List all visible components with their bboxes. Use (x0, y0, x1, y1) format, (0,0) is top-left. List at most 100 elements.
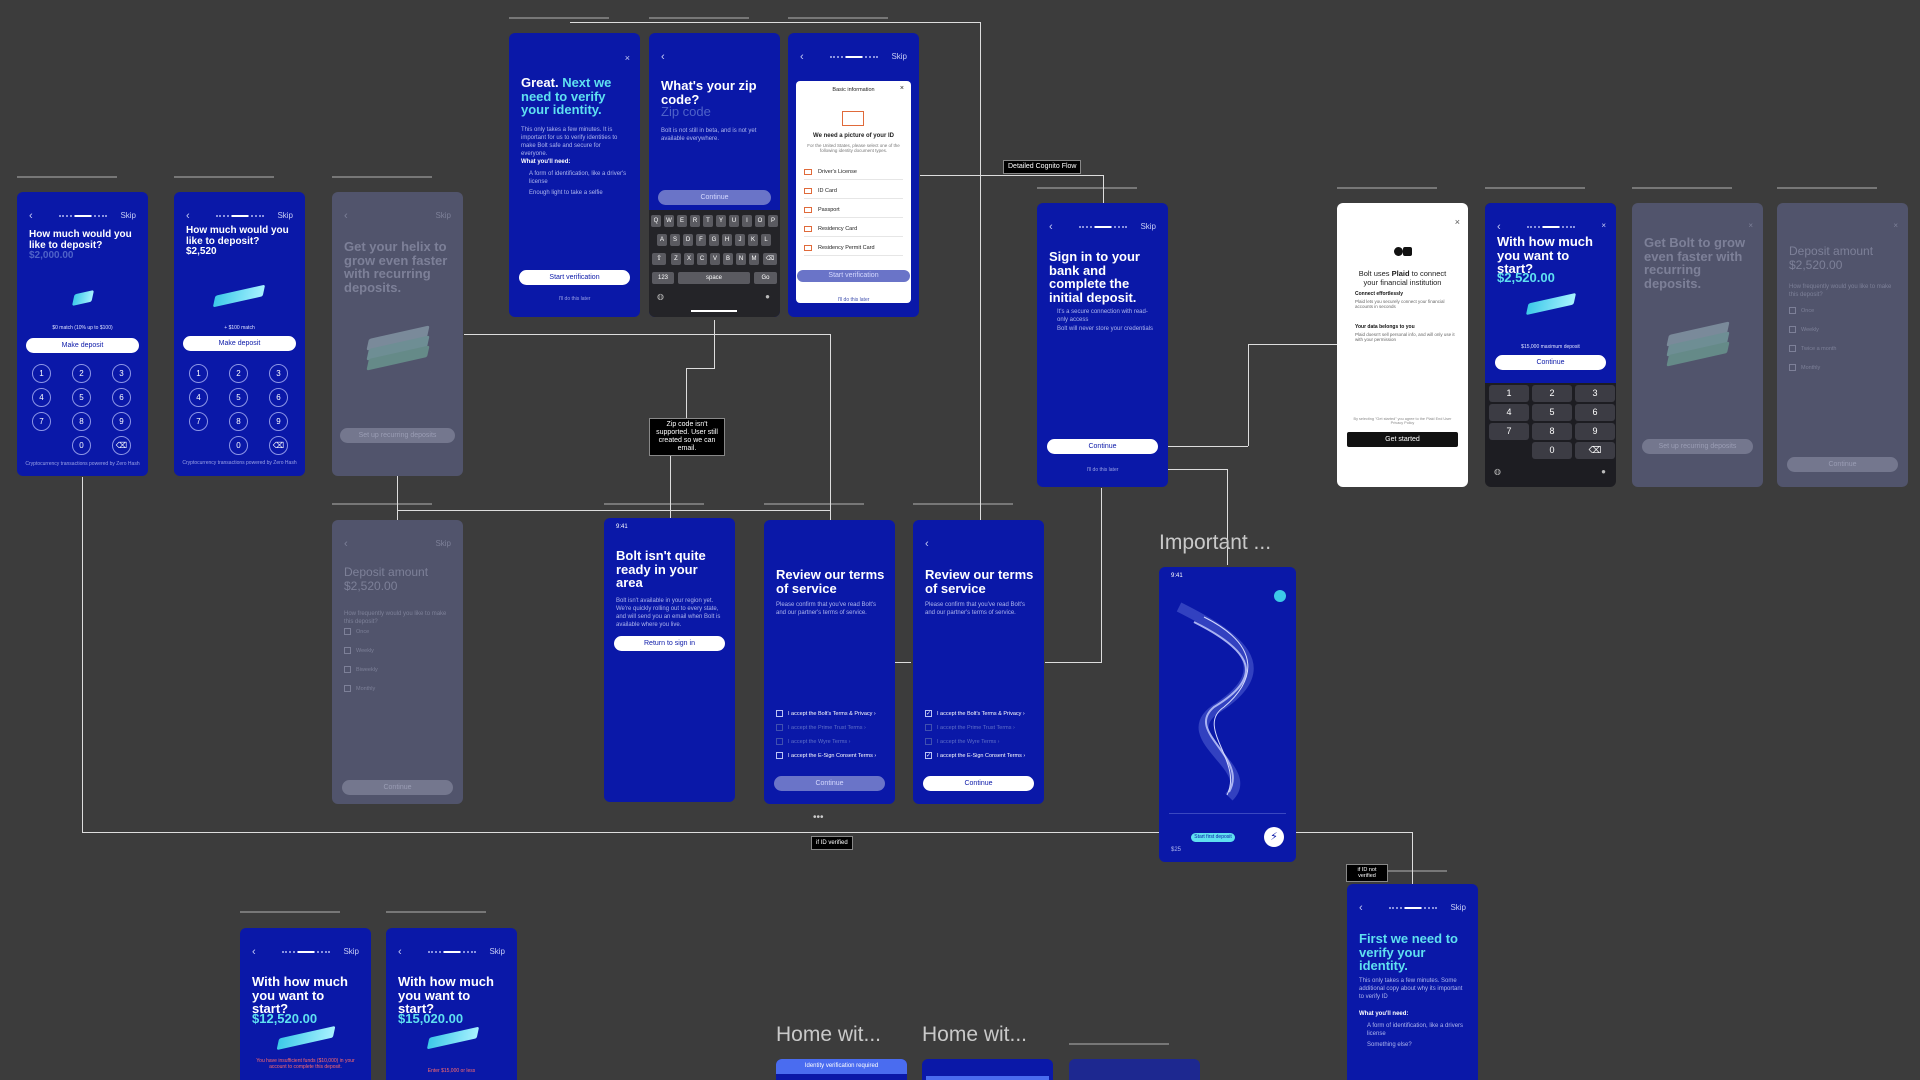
keyboard-key[interactable]: U (729, 215, 739, 227)
keyboard-key[interactable]: F (696, 234, 706, 246)
screen-helix-home[interactable]: 9:41 Start first deposit $25 ⚡ (1159, 567, 1296, 862)
keyboard-key[interactable]: T (703, 215, 713, 227)
numpad-key[interactable]: 7 (1489, 423, 1529, 440)
screen-start-over-limit[interactable]: ‹Skip With how much you want to start? $… (386, 928, 517, 1080)
do-later-link[interactable]: I'll do this later (1086, 467, 1119, 473)
keypad-key[interactable]: 6 (112, 388, 131, 407)
skip-link[interactable]: Skip (891, 52, 907, 61)
do-later-link[interactable]: I'll do this later (837, 297, 870, 303)
screen-home-2[interactable] (922, 1059, 1053, 1080)
terms-checkbox-row[interactable]: ✓I accept the E-Sign Consent Terms › (925, 752, 1036, 761)
checkbox[interactable] (1789, 326, 1796, 334)
document-type-option[interactable]: ID Card (804, 184, 903, 199)
keyboard-key[interactable]: C (697, 253, 707, 265)
document-type-option[interactable]: Residency Permit Card (804, 241, 903, 256)
amount-input[interactable]: $2,000.00 (29, 250, 74, 261)
keyboard-key[interactable]: X (684, 253, 694, 265)
continue-button[interactable]: Continue (1047, 439, 1158, 454)
recurring-deposits-button[interactable]: Set up recurring deposits (1642, 439, 1753, 454)
screen-plaid-connect[interactable]: × Bolt uses Plaid to connect your financ… (1337, 203, 1468, 487)
back-icon[interactable]: ‹ (1359, 902, 1363, 914)
checkbox[interactable] (344, 685, 351, 693)
make-deposit-button[interactable]: Make deposit (183, 336, 296, 351)
checkbox[interactable] (1789, 307, 1796, 315)
back-icon[interactable]: ‹ (344, 538, 348, 550)
zip-input[interactable]: Zip code (661, 104, 711, 119)
skip-link[interactable]: Skip (489, 947, 505, 956)
keypad-key[interactable]: 6 (269, 388, 288, 407)
amount-input[interactable]: $2,520 (186, 246, 217, 257)
terms-checkbox-row[interactable]: I accept the Prime Trust Terms › (776, 724, 887, 733)
screen-not-available[interactable]: 9:41 Bolt isn't quite ready in your area… (604, 518, 735, 802)
keypad-key[interactable]: 8 (72, 412, 91, 431)
close-icon[interactable]: × (1454, 217, 1460, 227)
keyboard-key[interactable]: B (723, 253, 733, 265)
start-verification-button[interactable]: Start verification (519, 270, 630, 285)
frequency-option[interactable]: Biweekly (344, 666, 455, 675)
terms-checkbox-row[interactable]: I accept the E-Sign Consent Terms › (776, 752, 887, 761)
screen-home-verification[interactable]: Identity verification required (776, 1059, 907, 1080)
frequency-option[interactable]: Monthly (1789, 364, 1900, 373)
document-type-option[interactable]: Driver's License (804, 165, 903, 180)
delete-key-icon[interactable]: ⌫ (763, 253, 777, 265)
terms-checkbox-row[interactable]: ✓I accept the Bolt's Terms & Privacy › (925, 710, 1036, 719)
keypad-key[interactable]: 7 (189, 412, 208, 431)
globe-icon[interactable]: ◍ (657, 292, 664, 301)
checkbox[interactable] (344, 647, 351, 655)
continue-button[interactable]: Continue (1495, 355, 1606, 370)
numpad-key[interactable]: 8 (1532, 423, 1572, 440)
checkbox[interactable] (344, 666, 351, 674)
keyboard-key[interactable]: M (749, 253, 759, 265)
keypad-key[interactable]: 0 (72, 436, 91, 455)
keyboard-key[interactable]: Z (671, 253, 681, 265)
screen-verify-identity[interactable]: × Great. Next we need to verify your ide… (509, 33, 640, 317)
terms-checkbox-row[interactable]: I accept the Wyre Terms › (776, 738, 887, 747)
numpad-key[interactable]: 4 (1489, 404, 1529, 421)
numpad-key[interactable]: 1 (1489, 385, 1529, 402)
screen-home-3[interactable] (1069, 1059, 1200, 1080)
back-icon[interactable]: ‹ (398, 946, 402, 958)
continue-button[interactable]: Continue (774, 776, 885, 791)
checkbox[interactable] (776, 710, 783, 718)
keypad-key[interactable]: 7 (32, 412, 51, 431)
terms-checkbox-row[interactable]: I accept the Prime Trust Terms › (925, 724, 1036, 733)
frequency-option[interactable]: Weekly (344, 647, 455, 656)
frequency-option[interactable]: Once (1789, 307, 1900, 316)
keypad-key[interactable]: 4 (189, 388, 208, 407)
keyboard-key[interactable]: V (710, 253, 720, 265)
keyboard-key[interactable]: O (755, 215, 765, 227)
checkbox[interactable]: ✓ (925, 710, 932, 718)
get-started-button[interactable]: Get started (1347, 432, 1458, 447)
frequency-option[interactable]: Twice a month (1789, 345, 1900, 354)
start-verification-button[interactable]: Start verification (797, 270, 910, 282)
checkbox[interactable] (776, 752, 783, 760)
screen-recurring-helix[interactable]: ‹Skip Get your helix to grow even faster… (332, 192, 463, 476)
back-icon[interactable]: ‹ (344, 210, 348, 222)
numpad-key[interactable]: 6 (1575, 404, 1615, 421)
keypad-key[interactable]: 0 (229, 436, 248, 455)
terms-checkbox-row[interactable]: I accept the Bolt's Terms & Privacy › (776, 710, 887, 719)
back-icon[interactable]: ‹ (1497, 221, 1501, 233)
keyboard-key[interactable]: A (657, 234, 667, 246)
screen-grow-recurring[interactable]: × Get Bolt to grow even faster with recu… (1632, 203, 1763, 487)
verification-banner[interactable]: Identity verification required (776, 1059, 907, 1074)
screen-terms-unchecked[interactable]: Review our terms of service Please confi… (764, 520, 895, 804)
globe-icon[interactable]: ◍ (1494, 467, 1501, 476)
back-icon[interactable]: ‹ (29, 210, 33, 222)
keypad-key[interactable]: ⌫ (269, 436, 288, 455)
screen-start-insufficient[interactable]: ‹Skip With how much you want to start? $… (240, 928, 371, 1080)
keypad-key[interactable]: 5 (72, 388, 91, 407)
back-icon[interactable]: ‹ (252, 946, 256, 958)
close-icon[interactable]: × (1601, 221, 1606, 230)
keypad-key[interactable]: 2 (72, 364, 91, 383)
keypad-key[interactable]: 3 (269, 364, 288, 383)
frequency-option[interactable]: Weekly (1789, 326, 1900, 335)
back-icon[interactable]: ‹ (925, 538, 929, 550)
back-icon[interactable]: ‹ (661, 51, 665, 63)
keyboard-key[interactable]: R (690, 215, 700, 227)
space-key[interactable]: space (678, 272, 750, 284)
start-first-deposit-badge[interactable]: Start first deposit (1191, 833, 1235, 842)
document-type-option[interactable]: Passport (804, 203, 903, 218)
